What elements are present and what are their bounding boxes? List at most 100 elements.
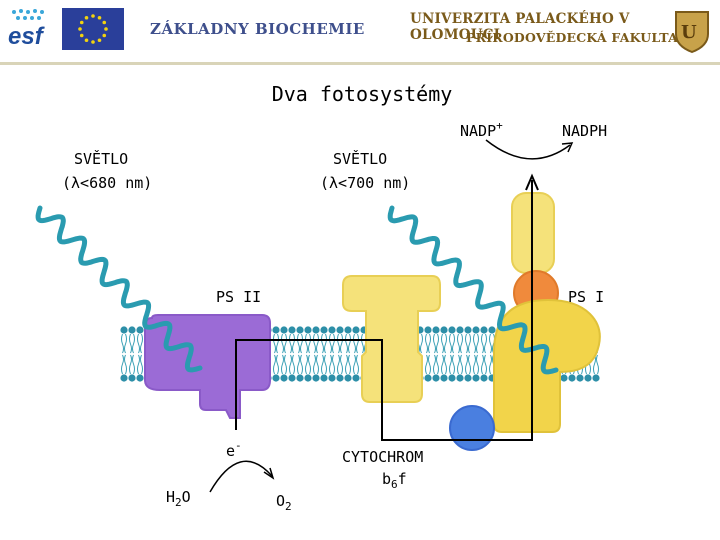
- photosystem-2-complex: [144, 314, 271, 419]
- lipid-tail: [452, 354, 455, 375]
- header-divider: [0, 62, 720, 65]
- cytochrom-b6f-label: b6f: [382, 470, 407, 491]
- lipid-tail: [425, 354, 428, 375]
- nadph-label: NADPH: [562, 122, 608, 140]
- lipid-tail: [129, 333, 132, 354]
- lipid-tail: [332, 354, 335, 375]
- eu-star: [97, 38, 102, 43]
- lipid-head: [296, 374, 304, 382]
- eu-star: [91, 14, 95, 18]
- lipid-tail: [433, 333, 436, 354]
- nadp-label: NADP+: [460, 119, 503, 140]
- lipid-tail: [345, 354, 348, 375]
- lipid-tail: [316, 354, 319, 375]
- nadp-arrowhead: [561, 142, 574, 153]
- lipid-head: [568, 374, 576, 382]
- eu-star: [78, 27, 82, 31]
- org-right-line2: PŘÍRODOVĚDECKÁ FAKULTA: [466, 30, 679, 45]
- cyt-f: f: [397, 470, 407, 488]
- lipid-tail: [273, 333, 276, 354]
- header-bar: esf ZÁKLADNY BIOCHEMIE UNIVERZITA PALACK…: [0, 0, 720, 64]
- lipid-head: [336, 374, 344, 382]
- lipid-tail: [428, 333, 431, 354]
- lipid-head: [424, 326, 432, 334]
- lipid-head: [352, 326, 360, 334]
- lipid-head: [120, 374, 128, 382]
- eu-flag-logo: [62, 8, 124, 50]
- org-right-line1: UNIVERZITA PALACKÉHO V OLOMOUCI: [410, 11, 630, 43]
- org-left-label: ZÁKLADNY BIOCHEMIE: [150, 20, 365, 38]
- light-right-wavelength: (λ<700 nm): [320, 174, 411, 192]
- lipid-tail: [476, 333, 479, 354]
- lipid-tail: [433, 354, 436, 375]
- lipid-head: [136, 326, 144, 334]
- nadp-charge: +: [496, 119, 503, 132]
- lipid-head: [472, 326, 480, 334]
- lipid-head: [344, 374, 352, 382]
- lipid-tail: [281, 333, 284, 354]
- electron-path-arrowhead: [525, 173, 539, 191]
- lipid-tail: [340, 333, 343, 354]
- lipid-tail: [428, 354, 431, 375]
- lipid-tail: [289, 354, 292, 375]
- lipid-head: [304, 326, 312, 334]
- lipid-tail: [273, 354, 276, 375]
- water-sub: 2: [175, 496, 182, 509]
- svg-text:esf: esf: [8, 23, 45, 50]
- lipid-head: [424, 374, 432, 382]
- lipid-tail: [124, 333, 127, 354]
- lipid-head: [464, 326, 472, 334]
- lipid-tail: [441, 333, 444, 354]
- oxygen-sub: 2: [285, 500, 292, 513]
- lipid-head: [472, 374, 480, 382]
- nadp-reduction-arrow: [485, 139, 571, 160]
- lipid-head: [480, 326, 488, 334]
- lipid-tail: [484, 354, 487, 375]
- lipid-tail: [292, 333, 295, 354]
- lipid-tail: [300, 333, 303, 354]
- lipid-tail: [452, 333, 455, 354]
- lipid-tail: [460, 354, 463, 375]
- oxygen-o: O: [276, 492, 286, 510]
- lipid-tail: [473, 333, 476, 354]
- lipid-tail: [465, 354, 468, 375]
- eu-star: [79, 33, 84, 38]
- lipid-tail: [356, 354, 359, 375]
- lipid-tail: [436, 354, 439, 375]
- lipid-tail: [489, 333, 492, 354]
- lipid-head: [280, 374, 288, 382]
- lipid-tail: [324, 333, 327, 354]
- cyt-b: b: [382, 470, 392, 488]
- lipid-tail: [324, 354, 327, 375]
- electron-transport-path: [235, 180, 533, 441]
- lipid-tail: [348, 333, 351, 354]
- cytochrom-label: CYTOCHROM: [342, 448, 424, 466]
- lipid-head: [592, 374, 600, 382]
- lipid-tail: [484, 333, 487, 354]
- lipid-head: [464, 374, 472, 382]
- photosystem-1-complex: [493, 192, 601, 433]
- ps1-label: PS I: [568, 288, 605, 306]
- eu-star: [79, 20, 84, 25]
- water-h: H: [166, 488, 176, 506]
- lipid-head: [288, 326, 296, 334]
- lipid-head: [328, 326, 336, 334]
- lipid-tail: [129, 354, 132, 375]
- esf-logo: esf: [8, 9, 45, 50]
- light-wave-left: [35, 205, 203, 373]
- lipid-tail: [316, 333, 319, 354]
- lipid-tail: [137, 333, 140, 354]
- university-emblem-logo: U: [675, 11, 709, 54]
- lipid-tail: [321, 354, 324, 375]
- lipid-tail: [340, 354, 343, 375]
- lipid-tail: [348, 354, 351, 375]
- lipid-head: [312, 326, 320, 334]
- lipid-head: [432, 374, 440, 382]
- lipid-tail: [329, 333, 332, 354]
- lipid-tail: [473, 354, 476, 375]
- water-o: O: [181, 488, 191, 506]
- lipid-tail: [137, 354, 140, 375]
- nadp-text: NADP: [460, 122, 497, 140]
- lipid-tail: [468, 333, 471, 354]
